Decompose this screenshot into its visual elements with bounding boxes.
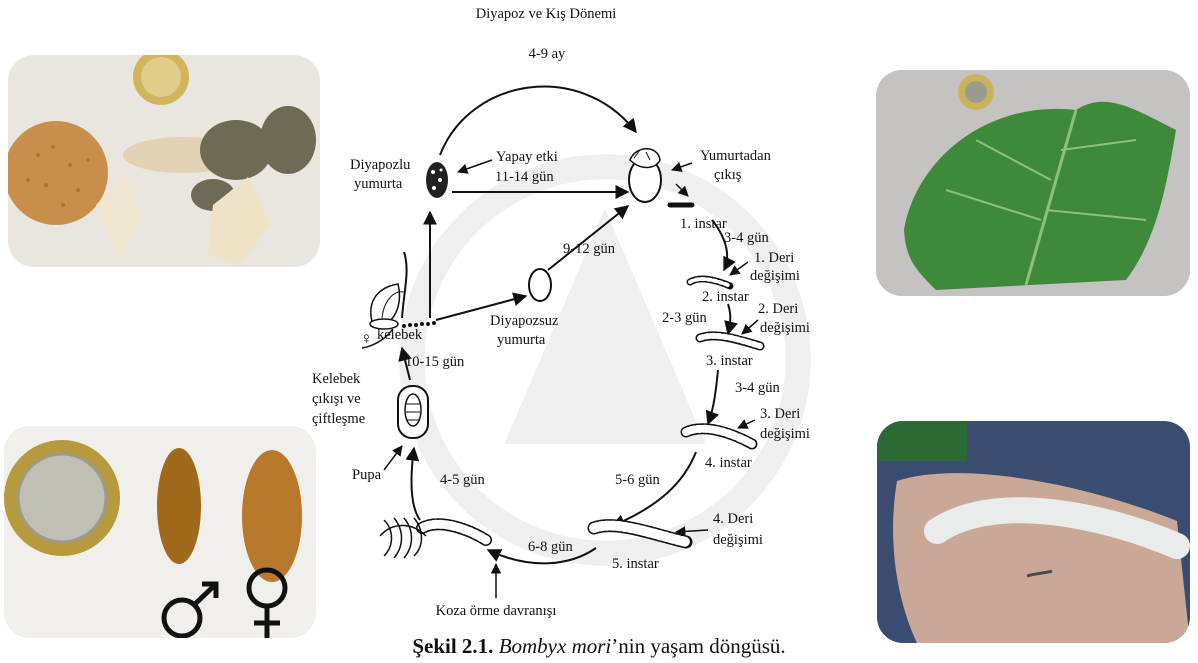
label-degisimi-3: değişimi [760, 426, 810, 442]
label-2-3-gun: 2-3 gün [662, 310, 707, 326]
label-deri-3: 3. Deri [760, 406, 800, 422]
nondiapause-egg-icon [529, 269, 551, 301]
label-yapay-etki: Yapay etki [496, 149, 558, 165]
label-3-4-gun-b: 3-4 gün [735, 380, 780, 396]
label-kelebek-cikisi-1: Kelebek [312, 371, 361, 387]
larva-instar-5-icon [594, 526, 686, 542]
label-instar-5: 5. instar [612, 556, 659, 572]
label-instar-4: 4. instar [705, 455, 752, 471]
label-kelebek: kelebek [377, 327, 423, 343]
label-instar-3: 3. instar [706, 353, 753, 369]
figure-caption: Şekil 2.1. Bombyx mori’nin yaşam döngüsü… [0, 634, 1198, 659]
label-cikis: çıkış [714, 167, 742, 183]
label-6-8-gun: 6-8 gün [528, 539, 573, 555]
label-degisimi-1: değişimi [750, 268, 800, 284]
label-kelebek-cikisi-2: çıkışı ve [312, 391, 361, 407]
label-9-12-gun: 9-12 gün [563, 241, 616, 257]
caption-text: ’nin yaşam döngüsü. [611, 634, 785, 658]
label-10-15-gun: 10-15 gün [405, 354, 465, 370]
larva-instar-3-icon [700, 336, 760, 346]
hatching-egg-icon [629, 149, 661, 202]
label-11-14-gun: 11-14 gün [495, 169, 554, 185]
label-degisimi-4: değişimi [713, 532, 763, 548]
label-3-4-gun-a: 3-4 gün [724, 230, 769, 246]
diapause-egg-icon [426, 162, 448, 198]
label-instar-2: 2. instar [702, 289, 749, 305]
label-koza-orme: Koza örme davranışı [436, 603, 557, 619]
label-yumurta-diyapozlu: yumurta [354, 176, 403, 192]
pupa-icon [398, 386, 428, 438]
label-degisimi-2: değişimi [760, 320, 810, 336]
caption-species: Bombyx mori [499, 634, 612, 658]
label-4-5-gun: 4-5 gün [440, 472, 485, 488]
label-deri-2: 2. Deri [758, 301, 798, 317]
arrow-diapause-arc [440, 87, 636, 155]
label-yumurtadan: Yumurtadan [700, 148, 772, 164]
title-diapause-winter: Diyapoz ve Kış Dönemi [476, 6, 617, 22]
label-pupa: Pupa [352, 467, 382, 483]
caption-label: Şekil 2.1. [412, 634, 493, 658]
label-4-9-ay: 4-9 ay [529, 46, 566, 62]
larva-instar-2-icon [690, 279, 730, 286]
label-yumurta-diyapozsuz: yumurta [497, 332, 546, 348]
label-deri-1: 1. Deri [754, 250, 794, 266]
label-5-6-gun: 5-6 gün [615, 472, 660, 488]
larva-spinning-cocoon-icon [380, 518, 486, 558]
label-diyapozsuz: Diyapozsuz [490, 313, 559, 329]
label-kelebek-cikisi-3: çiftleşme [312, 411, 365, 427]
larva-instar-4-icon [686, 429, 752, 444]
moth-icon [370, 252, 436, 329]
label-diyapozlu: Diyapozlu [350, 157, 410, 173]
label-deri-4: 4. Deri [713, 511, 753, 527]
